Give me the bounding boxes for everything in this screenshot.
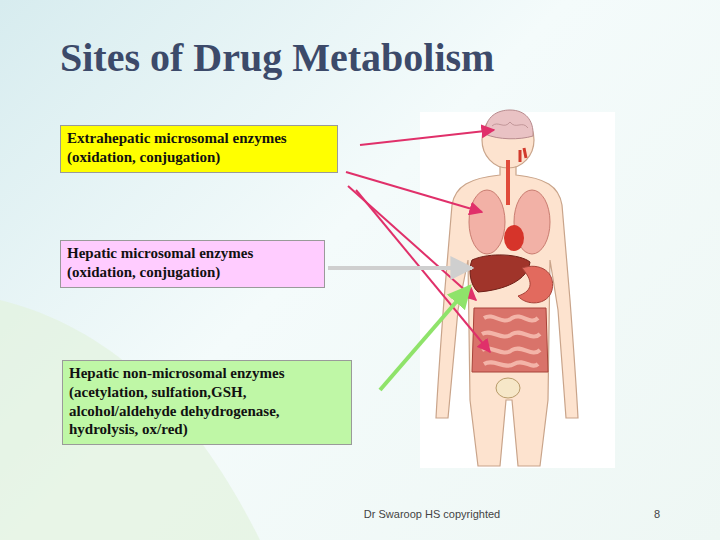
box-text: Extrahepatic microsomal enzymes (oxidati… — [67, 129, 331, 167]
box-text: Hepatic microsomal enzymes (oxidation, c… — [67, 244, 318, 282]
picture-ground — [420, 112, 615, 468]
enzyme-box: Extrahepatic microsomal enzymes (oxidati… — [60, 125, 338, 173]
throat — [520, 148, 526, 162]
liver — [470, 255, 530, 292]
trachea — [506, 160, 510, 205]
slide-number: 8 — [654, 508, 660, 520]
stomach — [518, 266, 553, 303]
pointer-arrow — [328, 266, 472, 270]
slide-title: Sites of Drug Metabolism — [60, 34, 494, 81]
box-text: Hepatic non-microsomal enzymes (acetylat… — [69, 364, 345, 439]
pointer-arrow — [360, 130, 494, 145]
footer-note: Dr Swaroop HS copyrighted — [364, 508, 500, 520]
brain — [485, 110, 533, 139]
brain-fold — [492, 122, 528, 128]
enzyme-box: Hepatic non-microsomal enzymes (acetylat… — [62, 360, 352, 445]
large-intestine — [472, 308, 548, 372]
pointer-arrow — [356, 190, 490, 352]
bladder — [496, 378, 520, 398]
heart — [504, 225, 524, 251]
pointer-arrow — [346, 172, 482, 212]
left-lung — [469, 190, 505, 254]
enzyme-box: Hepatic microsomal enzymes (oxidation, c… — [60, 240, 325, 288]
small-intestine — [482, 316, 540, 365]
pointer-arrow — [380, 286, 470, 390]
